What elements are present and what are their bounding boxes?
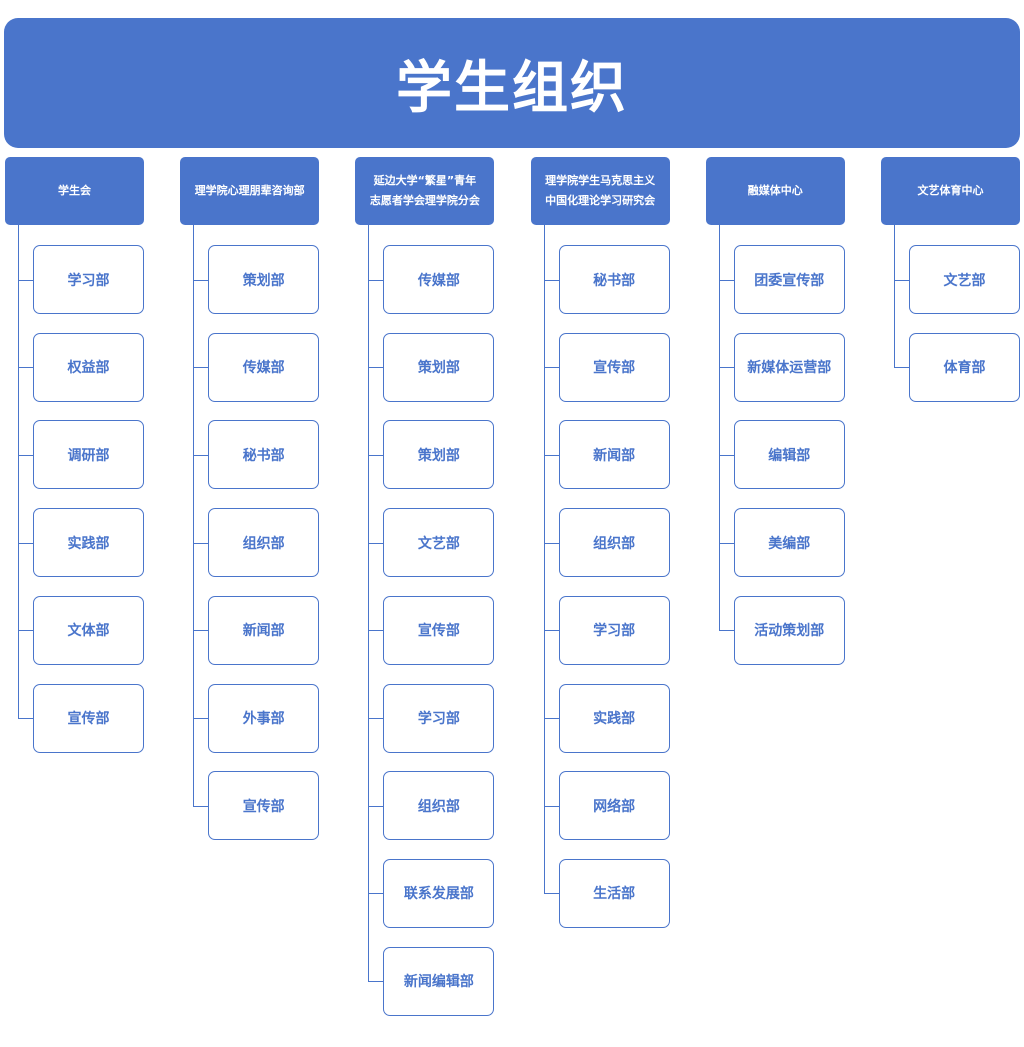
org-header-label: 融媒体中心 [747,184,803,197]
connector-branch [543,718,559,719]
connector-branch [193,367,209,369]
connector-branch [543,279,559,281]
connector-trunk [543,225,545,894]
department-node: 实践部 [558,683,670,753]
connector-branch [368,805,384,807]
department-node: 外事部 [208,683,320,753]
org-header: 延边大学“繁星”青年 志愿者学会理学院分会 [355,157,495,225]
department-node: 组织部 [383,771,495,841]
department-node: 文艺部 [909,245,1020,314]
department-node: 秘书部 [208,420,320,490]
connector-branch [718,630,734,632]
department-node: 活动策划部 [733,595,845,665]
org-header: 文艺体育中心 [881,157,1020,225]
connector-branch [368,279,384,281]
connector-branch [193,542,209,544]
department-node: 组织部 [208,508,320,578]
department-node: 策划部 [383,420,495,490]
connector-branch [193,454,209,456]
department-node: 联系发展部 [383,858,495,928]
department-node: 组织部 [558,508,670,578]
department-node: 宣传部 [383,595,495,665]
connector-branch [18,542,33,544]
connector-branch [18,718,33,719]
connector-branch [18,454,33,456]
department-node: 文体部 [33,595,144,665]
connector-trunk [368,225,370,982]
connector-branch [718,367,734,369]
org-header: 融媒体中心 [705,157,845,225]
connector-branch [193,718,209,719]
connector-branch [18,279,33,281]
department-node: 秘书部 [558,245,670,314]
department-node: 宣传部 [33,683,144,753]
connector-branch [718,279,734,281]
connector-branch [543,893,559,895]
connector-branch [543,367,559,369]
connector-branch [368,454,384,456]
org-header-label: 学生会 [58,184,91,197]
department-node: 宣传部 [208,771,320,841]
connector-branch [894,279,909,281]
department-node: 新闻编辑部 [383,946,495,1016]
department-node: 网络部 [558,771,670,841]
department-node: 策划部 [383,332,495,402]
connector-branch [718,542,734,544]
org-header-label: 理学院学生马克思主义 中国化理论学习研究会 [545,174,656,207]
connector-branch [368,893,384,895]
org-header-label: 文艺体育中心 [917,184,984,197]
chart-title: 学生组织 [396,55,628,121]
department-node: 学习部 [383,683,495,753]
connector-trunk [894,225,895,368]
connector-branch [368,542,384,544]
department-node: 学习部 [33,245,144,314]
title-banner: 学生组织 [4,18,1020,148]
connector-branch [543,805,559,807]
department-node: 学习部 [558,595,670,665]
department-node: 实践部 [33,508,144,578]
connector-branch [18,630,33,632]
department-node: 宣传部 [558,332,670,402]
connector-branch [543,454,559,456]
org-header: 学生会 [5,157,144,225]
org-header: 理学院心理朋辈咨询部 [180,157,320,225]
connector-trunk [193,225,195,806]
connector-branch [368,367,384,369]
org-header-label: 延边大学“繁星”青年 志愿者学会理学院分会 [369,174,480,207]
department-node: 传媒部 [208,332,320,402]
connector-branch [368,981,384,983]
org-header: 理学院学生马克思主义 中国化理论学习研究会 [530,157,670,225]
connector-branch [543,630,559,632]
connector-branch [193,805,209,807]
department-node: 传媒部 [383,245,495,314]
connector-branch [368,718,384,719]
connector-branch [193,279,209,281]
department-node: 调研部 [33,420,144,490]
department-node: 文艺部 [383,508,495,578]
department-node: 新闻部 [208,595,320,665]
department-node: 团委宣传部 [733,245,845,314]
connector-trunk [718,225,720,631]
department-node: 美编部 [733,508,845,578]
department-node: 策划部 [208,245,320,314]
connector-branch [193,630,209,632]
department-node: 生活部 [558,858,670,928]
connector-branch [543,542,559,544]
connector-branch [18,367,33,369]
department-node: 新媒体运营部 [733,332,845,402]
department-node: 体育部 [909,332,1020,402]
department-node: 新闻部 [558,420,670,490]
connector-branch [718,454,734,456]
org-header-label: 理学院心理朋辈咨询部 [194,184,305,197]
connector-branch [894,367,909,369]
connector-branch [368,630,384,632]
department-node: 编辑部 [733,420,845,490]
connector-trunk [18,225,19,718]
department-node: 权益部 [33,332,144,402]
